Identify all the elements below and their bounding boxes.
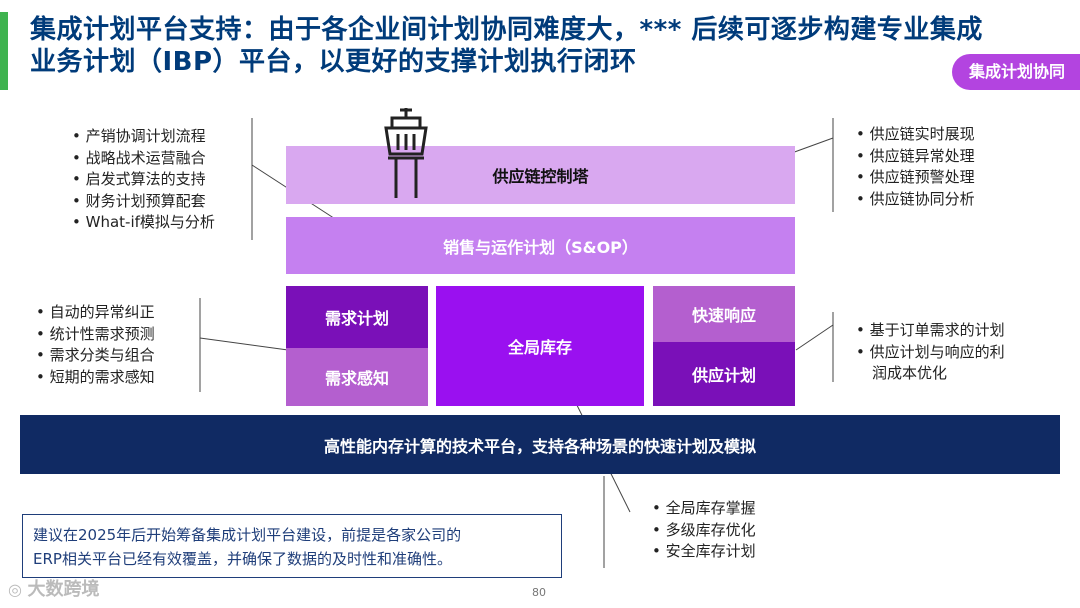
- title-accent-bar: [0, 12, 8, 90]
- control-tower-box: 供应链控制塔: [286, 146, 795, 204]
- list-item: 启发式算法的支持: [72, 169, 215, 191]
- title-line-1: 集成计划平台支持：由于各企业间计划协同难度大，*** 后续可逐步构建专业集成: [30, 15, 983, 45]
- demand-sense-box: 需求感知: [286, 348, 428, 406]
- list-item: 供应链协同分析: [856, 189, 975, 211]
- fast-response-label: 快速响应: [691, 306, 756, 325]
- sop-box: 销售与运作计划（S&OP）: [286, 217, 795, 274]
- left-middle-list: 自动的异常纠正 统计性需求预测 需求分类与组合 短期的需求感知: [36, 302, 155, 388]
- page-title: 集成计划平台支持：由于各企业间计划协同难度大，*** 后续可逐步构建专业集成 业…: [30, 14, 990, 78]
- list-item: 供应链预警处理: [856, 167, 975, 189]
- control-tower-icon: [384, 108, 428, 198]
- right-middle-pointer: [795, 324, 834, 351]
- sop-label: 销售与运作计划（S&OP）: [443, 237, 638, 257]
- demand-plan-label: 需求计划: [324, 309, 389, 328]
- watermark-logo-icon: ◎: [8, 580, 28, 599]
- global-inventory-box: 全局库存: [436, 286, 644, 406]
- list-item: 安全库存计划: [652, 541, 756, 563]
- list-item: 短期的需求感知: [36, 367, 155, 389]
- demand-plan-box: 需求计划: [286, 286, 428, 348]
- fast-response-box: 快速响应: [653, 286, 795, 342]
- list-item: What-if模拟与分析: [72, 212, 215, 234]
- section-badge: 集成计划协同: [952, 54, 1080, 90]
- right-middle-list: 基于订单需求的计划 供应计划与响应的利 润成本优化: [856, 320, 1005, 385]
- list-item: 自动的异常纠正: [36, 302, 155, 324]
- watermark-text: 大数跨境: [27, 579, 100, 600]
- supply-plan-box: 供应计划: [653, 342, 795, 406]
- platform-label: 高性能内存计算的技术平台，支持各种场景的快速计划及模拟: [323, 436, 756, 456]
- page-number: 80: [532, 586, 546, 599]
- list-item: 需求分类与组合: [36, 345, 155, 367]
- list-item: 财务计划预算配套: [72, 191, 215, 213]
- list-item: 全局库存掌握: [652, 498, 756, 520]
- title-line-2: 业务计划（IBP）平台，以更好的支撑计划执行闭环: [30, 47, 637, 77]
- list-item: 产销协调计划流程: [72, 126, 215, 148]
- list-item: 多级库存优化: [652, 520, 756, 542]
- list-item: 供应计划与响应的利: [856, 342, 1005, 364]
- supply-plan-label: 供应计划: [691, 366, 756, 385]
- list-item: 统计性需求预测: [36, 324, 155, 346]
- platform-bar: 高性能内存计算的技术平台，支持各种场景的快速计划及模拟: [20, 415, 1060, 474]
- note-line-2: ERP相关平台已经有效覆盖，并确保了数据的及时性和准确性。: [33, 550, 452, 568]
- list-item: 供应链异常处理: [856, 146, 975, 168]
- list-item-continuation: 润成本优化: [872, 364, 948, 382]
- list-item: 供应链实时展现: [856, 124, 975, 146]
- watermark: ◎ 大数跨境: [8, 575, 100, 601]
- bottom-list: 全局库存掌握 多级库存优化 安全库存计划: [652, 498, 756, 563]
- control-tower-label: 供应链控制塔: [492, 167, 589, 186]
- list-item: 基于订单需求的计划: [856, 320, 1005, 342]
- left-top-list: 产销协调计划流程 战略战术运营融合 启发式算法的支持 财务计划预算配套 What…: [72, 126, 215, 234]
- note-line-1: 建议在2025年后开始筹备集成计划平台建设，前提是各家公司的: [33, 526, 462, 544]
- recommendation-note: 建议在2025年后开始筹备集成计划平台建设，前提是各家公司的 ERP相关平台已经…: [22, 514, 562, 578]
- demand-sense-label: 需求感知: [324, 369, 389, 388]
- global-inventory-label: 全局库存: [507, 338, 572, 357]
- right-top-list: 供应链实时展现 供应链异常处理 供应链预警处理 供应链协同分析: [856, 124, 975, 210]
- left-middle-pointer: [199, 337, 289, 351]
- list-item: 战略战术运营融合: [72, 148, 215, 170]
